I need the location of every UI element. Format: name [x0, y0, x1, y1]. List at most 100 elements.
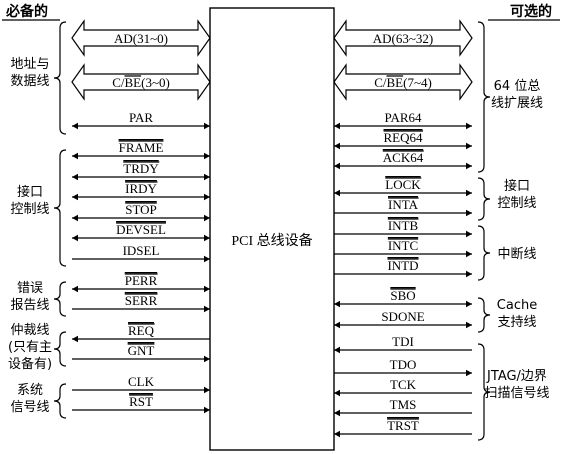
right-signal-tdo: TDO [334, 357, 472, 377]
left-group-4-label-line: 仲裁线 [10, 322, 49, 338]
left-signal-perr-label: PERR [125, 273, 158, 288]
left-group-3-label-line: 错误 [17, 281, 43, 296]
left-signal-frame-arrow-out [72, 152, 78, 160]
right-signal-sdone-arrow-out [466, 321, 472, 329]
left-signal-devsel-arrow-out [72, 234, 78, 242]
right-signal-intb-arrow-out [466, 230, 472, 238]
left-signal-req-label: REQ [128, 323, 155, 338]
right-group-2-label-line: 接口 [504, 178, 530, 194]
left-signal-idsel: IDSEL [72, 243, 210, 263]
right-signal-tdi-arrow-in [334, 346, 340, 354]
right-signal-intb: INTB [334, 218, 472, 238]
left-signal-rst-label: RST [129, 394, 153, 409]
right-signal-tdo-arrow-out [466, 369, 472, 377]
left-signal-ad-31-0-label: AD(31~0) [114, 31, 168, 46]
left-signal-serr-arrow-in [204, 305, 210, 313]
left-group-3: 错误报告线 [10, 281, 67, 317]
right-signal-ack64: ACK64 [334, 150, 472, 170]
left-signal-clk: CLK [72, 374, 210, 394]
right-signal-inta-arrow-out [466, 209, 472, 217]
left-group-2: 接口控制线 [10, 149, 67, 267]
left-signal-idsel-label: IDSEL [123, 243, 160, 258]
left-signal-rst: RST [72, 394, 210, 414]
right-group-3-label-line: 中断线 [497, 247, 536, 262]
left-group-1-label-line: 数据线 [10, 74, 49, 89]
left-group-1-label: 地址与数据线 [10, 57, 49, 89]
right-group-5: JTAG/边界扫描信号线 [477, 343, 550, 441]
device-label: PCI 总线设备 [231, 232, 312, 249]
right-signal-sdone-arrow-in [334, 321, 340, 329]
left-group-2-brace [53, 149, 67, 267]
right-signal-ad-63-32-label: AD(63~32) [373, 31, 433, 46]
right-signal-tms-label: TMS [390, 397, 417, 412]
right-signals: AD(63~32)C/BE(7~4)PAR64REQ64ACK64LOCKINT… [333, 19, 473, 438]
right-signal-sbo-label: SBO [390, 288, 415, 303]
right-signal-intd: INTD [334, 258, 472, 278]
right-group-3: 中断线 [477, 225, 537, 281]
left-signal-rst-arrow-in [204, 406, 210, 414]
left-signal-par-label: PAR [129, 110, 153, 125]
right-signal-intc-label: INTC [388, 238, 418, 253]
right-group-5-label-line: 扫描信号线 [484, 386, 549, 401]
right-signal-par64-label: PAR64 [384, 110, 422, 125]
right-signal-intc-arrow-out [466, 250, 472, 258]
left-signal-gnt: GNT [72, 343, 210, 363]
left-signal-perr-arrow-in [204, 285, 210, 293]
right-signal-par64-arrow-out [466, 122, 472, 130]
right-signal-req64: REQ64 [334, 130, 472, 150]
right-group-2-label: 接口控制线 [497, 178, 536, 211]
right-signal-req64-label: REQ64 [384, 130, 424, 145]
right-signal-sbo-arrow-in [334, 300, 340, 308]
right-signal-par64-arrow-in [334, 122, 340, 130]
left-signal-irdy-arrow-in [204, 193, 210, 201]
right-signal-c-be-7-4-bus-arrow [333, 63, 473, 101]
right-group-1-label: 64 位总线扩展线 [491, 79, 543, 111]
left-group-3-label-line: 报告线 [10, 298, 49, 313]
right-signal-lock: LOCK [334, 177, 472, 197]
right-signal-tms-arrow-in [334, 409, 340, 417]
left-signal-req-arrow-out [72, 335, 78, 343]
right-signal-sbo-arrow-out [466, 300, 472, 308]
left-group-1-label-line: 地址与 [10, 57, 49, 72]
right-signal-trst: TRST [334, 418, 472, 438]
right-signal-trst-label: TRST [387, 418, 419, 433]
right-signal-sdone: SDONE [334, 309, 472, 329]
left-group-3-brace [53, 281, 67, 317]
left-signal-gnt-label: GNT [128, 343, 155, 358]
right-signal-tck-label: TCK [390, 377, 417, 392]
right-signal-req64-arrow-in [334, 142, 340, 150]
left-signal-gnt-arrow-in [204, 355, 210, 363]
right-group-2: 接口控制线 [477, 177, 537, 221]
left-signal-serr: SERR [72, 293, 210, 313]
right-group-4-label-line: Cache [497, 298, 537, 313]
left-group-4-label-line: (只有主 [8, 340, 52, 355]
right-group-2-brace [477, 177, 491, 221]
left-signal-trdy-label: TRDY [123, 161, 159, 176]
right-group-2-label-line: 控制线 [497, 196, 536, 211]
right-signal-intd-arrow-out [466, 270, 472, 278]
right-signal-intd-label: INTD [387, 258, 418, 273]
right-group-3-label: 中断线 [497, 247, 536, 262]
right-signal-c-be-7-4: C/BE(7~4) [333, 63, 473, 101]
right-group-1-label-line: 线扩展线 [491, 96, 543, 111]
left-signal-par: PAR [72, 110, 210, 130]
left-group-5-brace [53, 383, 67, 419]
right-signal-lock-arrow-in [334, 189, 340, 197]
right-signal-ad-63-32-bus-arrow [333, 19, 473, 57]
left-group-4-label-line: 设备有) [8, 356, 52, 372]
right-signal-req64-arrow-out [466, 142, 472, 150]
left-signal-req: REQ [72, 323, 210, 343]
right-signal-ack64-arrow-out [466, 162, 472, 170]
left-signal-stop: STOP [72, 202, 210, 222]
right-signal-inta-label: INTA [388, 197, 419, 212]
right-signal-tck-arrow-in [334, 389, 340, 397]
right-group-1: 64 位总线扩展线 [477, 21, 543, 173]
left-signal-devsel: DEVSEL [72, 222, 210, 242]
left-signal-ad-31-0: AD(31~0) [71, 19, 211, 57]
right-group-4-brace [477, 297, 491, 333]
left-signal-stop-arrow-in [204, 214, 210, 222]
left-group-2-label: 接口控制线 [10, 184, 49, 217]
right-signal-par64: PAR64 [334, 110, 472, 130]
